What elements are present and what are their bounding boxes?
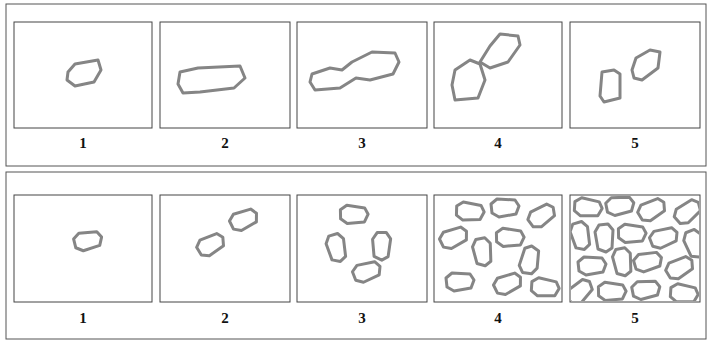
dividing-cell	[67, 34, 660, 102]
step-number: 3	[358, 311, 366, 326]
multiplying-cells	[73, 196, 706, 308]
row-frame	[6, 4, 706, 166]
step-number: 5	[631, 311, 639, 326]
row-frame	[6, 172, 706, 339]
step-number: 2	[221, 136, 229, 151]
step-number: 4	[494, 311, 502, 326]
step-number: 5	[631, 136, 639, 151]
step-number: 4	[494, 136, 502, 151]
step-number: 3	[358, 136, 366, 151]
step-number: 2	[221, 311, 229, 326]
step-number: 1	[79, 136, 87, 151]
step-number: 1	[79, 311, 87, 326]
panel-frames	[14, 22, 700, 302]
